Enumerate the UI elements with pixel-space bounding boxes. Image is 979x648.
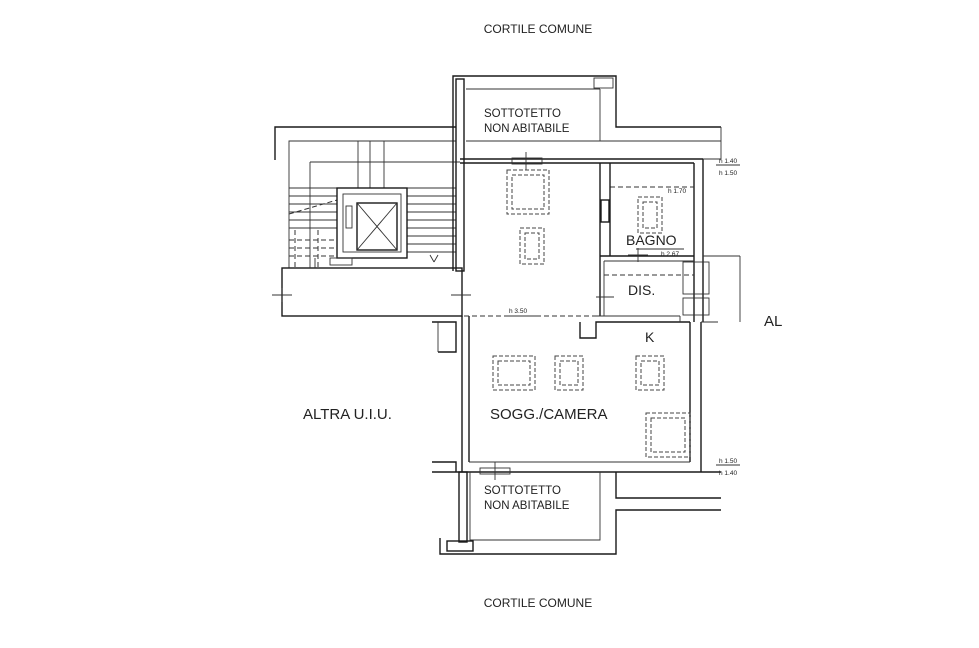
height-label-7: h 1.40 <box>719 470 737 477</box>
courtyard-bottom-label: CORTILE COMUNE <box>484 596 592 610</box>
bathroom-label: BAGNO <box>626 232 677 248</box>
height-label-1: h 1.40 <box>719 158 737 165</box>
height-label-3: h 1.70 <box>668 188 686 195</box>
attic-bottom-label-line2: NON ABITABILE <box>484 500 570 512</box>
partitions <box>464 163 694 339</box>
skylights <box>492 169 691 458</box>
height-markers <box>508 164 740 466</box>
height-label-2: h 1.50 <box>719 170 737 177</box>
hall-label: DIS. <box>628 282 655 298</box>
attic-top-label-line2: NON ABITABILE <box>484 123 570 135</box>
stair-steps <box>288 187 456 268</box>
kitchen-label: K <box>645 329 655 345</box>
stairwell <box>272 126 471 317</box>
height-label-4: h 2.67 <box>661 251 679 258</box>
elevator-symbol <box>329 187 408 266</box>
other-unit-label: ALTRA U.I.U. <box>303 406 392 423</box>
windows <box>479 152 543 480</box>
right-unit-label: AL <box>764 313 782 330</box>
height-label-5: h 3.50 <box>509 308 527 315</box>
apartment-walls <box>432 75 741 555</box>
courtyard-top-label: CORTILE COMUNE <box>484 22 592 36</box>
attic-bottom-label-line1: SOTTOTETTO <box>484 485 561 497</box>
living-bedroom-label: SOGG./CAMERA <box>490 406 608 423</box>
height-label-6: h 1.50 <box>719 458 737 465</box>
attic-top-label-line1: SOTTOTETTO <box>484 108 561 120</box>
